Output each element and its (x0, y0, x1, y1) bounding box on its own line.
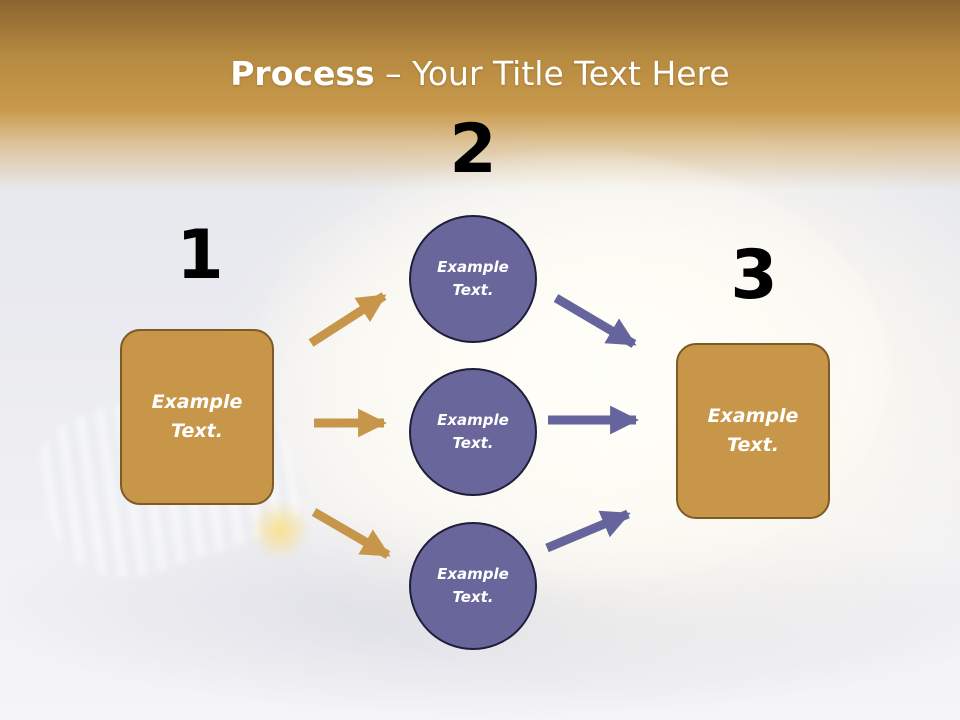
title-bold: Process (230, 54, 375, 93)
step-2-number: 2 (449, 110, 497, 189)
arrow-bottom-to-3 (545, 509, 631, 553)
step-3-box: Example Text. (676, 343, 830, 519)
step-2-middle-label: Example Text. (437, 411, 509, 452)
arrow-1-to-top (308, 292, 387, 347)
step-3-label: Example Text. (707, 405, 799, 456)
step-1-box: Example Text. (120, 329, 274, 505)
step-1-number: 1 (176, 216, 224, 295)
step-3-number: 3 (730, 236, 778, 315)
step-2-circle-top: Example Text. (409, 215, 537, 343)
arrow-1-to-bottom (311, 508, 391, 559)
step-2-bottom-label: Example Text. (437, 565, 509, 606)
arrow-top-to-3 (553, 294, 637, 348)
step-2-top-label: Example Text. (437, 258, 509, 299)
step-2-circle-bottom: Example Text. (409, 522, 537, 650)
title-rest: – Your Title Text Here (374, 54, 730, 93)
step-1-label: Example Text. (151, 391, 243, 442)
lightbulb-glow (250, 500, 310, 560)
slide-title: Process – Your Title Text Here (0, 50, 960, 98)
step-2-circle-middle: Example Text. (409, 368, 537, 496)
